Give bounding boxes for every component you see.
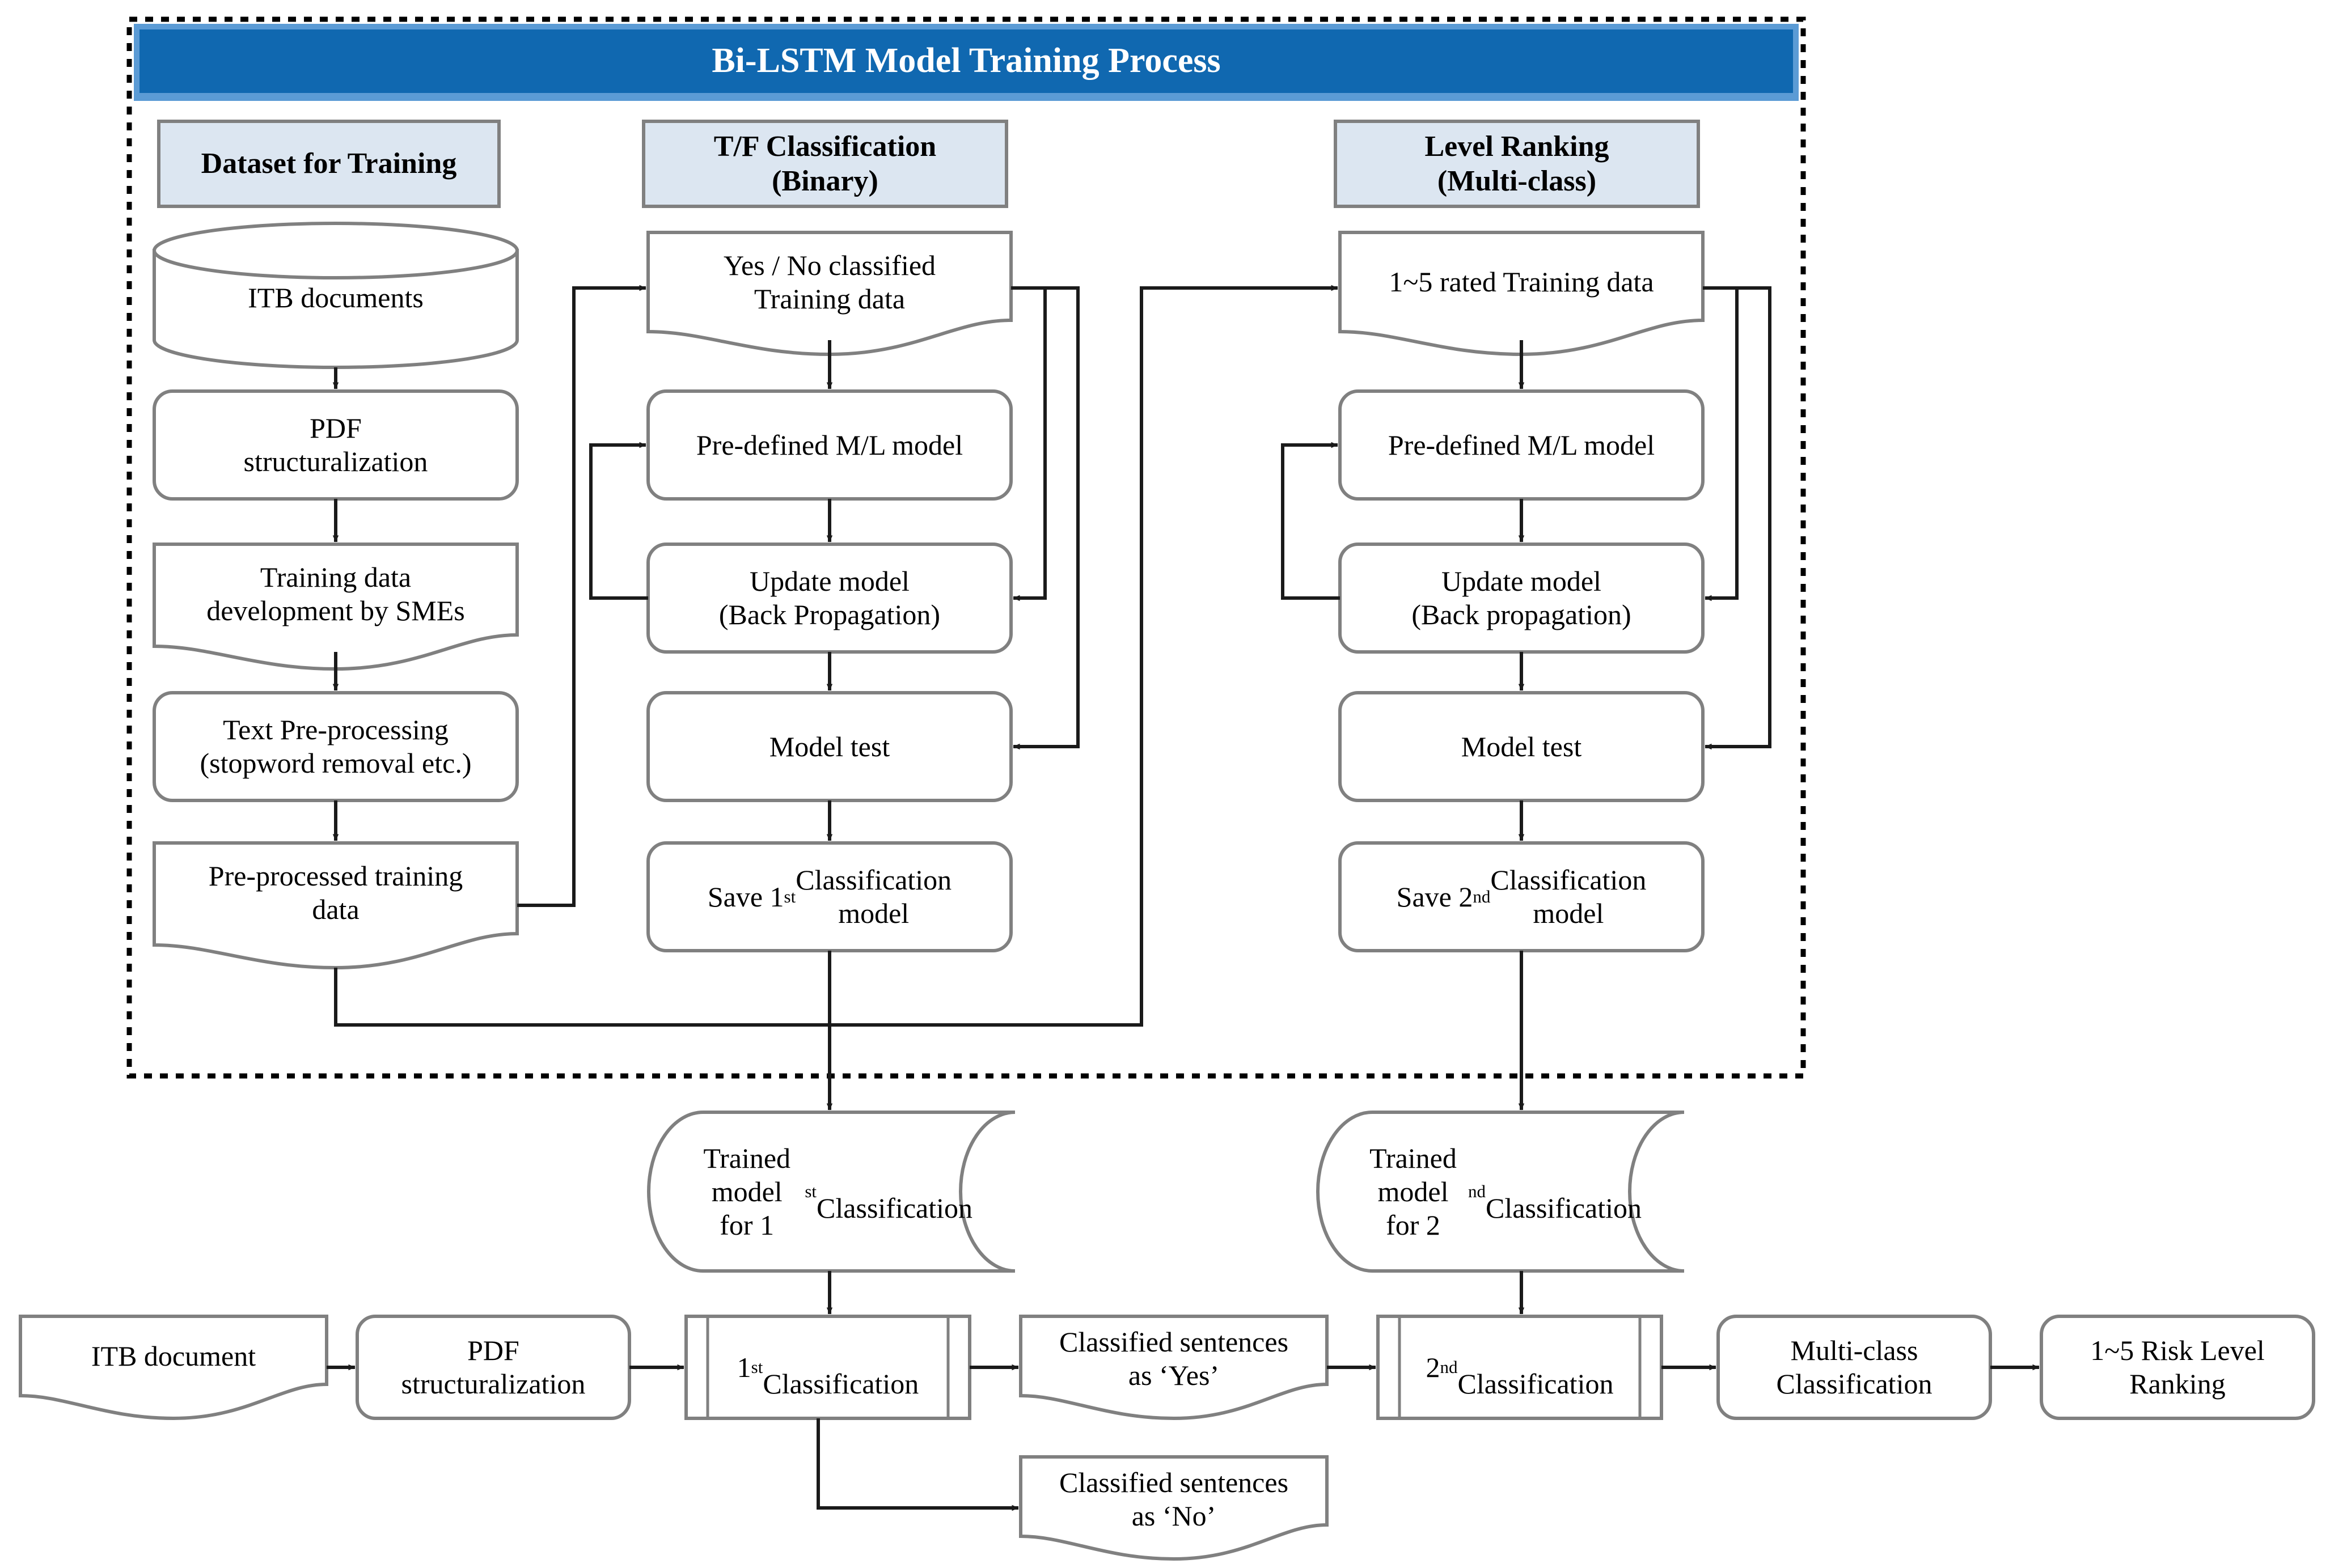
shape-text-preprocessing bbox=[153, 691, 519, 802]
link-preprocessed-to-yesno bbox=[517, 285, 646, 907]
link-preprocessed-to-rated bbox=[334, 285, 1338, 1027]
branch-data-to-test-2 bbox=[1705, 286, 1771, 750]
model-save-connectors bbox=[826, 951, 1525, 1315]
header-box-dataset bbox=[157, 120, 501, 208]
shape-update-model-1 bbox=[646, 543, 1013, 654]
feedback-update-to-model-1 bbox=[589, 442, 648, 600]
branch-data-to-test-1 bbox=[1013, 286, 1080, 750]
branch-first-classification-to-no bbox=[817, 1418, 1019, 1511]
shape-trained-model-1 bbox=[647, 1111, 1016, 1273]
shape-update-model-2 bbox=[1338, 543, 1705, 654]
shape-classified-no bbox=[1019, 1455, 1329, 1561]
title-banner bbox=[139, 29, 1793, 93]
shape-pdf-structuralization bbox=[153, 389, 519, 501]
header-box-tf bbox=[642, 120, 1008, 208]
shape-yes-no-training-data bbox=[646, 231, 1013, 357]
shape-save-1st-model bbox=[646, 841, 1013, 952]
shape-model-test-2 bbox=[1338, 691, 1705, 802]
header-box-level bbox=[1334, 120, 1700, 208]
shape-risk-level-ranking bbox=[2040, 1315, 2315, 1420]
shape-multi-class-classification bbox=[1716, 1315, 1992, 1420]
branch-data-to-update-1 bbox=[1011, 286, 1047, 601]
shape-classified-yes bbox=[1019, 1315, 1329, 1421]
shape-itb-document bbox=[19, 1315, 328, 1421]
shape-training-data-development bbox=[153, 543, 519, 671]
shape-pdf-structuralization-inference bbox=[356, 1315, 631, 1420]
shape-trained-model-2 bbox=[1316, 1111, 1685, 1273]
shape-first-classification bbox=[684, 1315, 971, 1420]
shape-preprocessed-training-data bbox=[153, 841, 519, 970]
shape-save-2nd-model bbox=[1338, 841, 1705, 952]
shape-second-classification bbox=[1376, 1315, 1663, 1420]
shape-model-test-1 bbox=[646, 691, 1013, 802]
shape-itb-documents bbox=[153, 222, 519, 369]
branch-data-to-update-2 bbox=[1703, 286, 1739, 601]
feedback-update-to-model-2 bbox=[1281, 442, 1340, 600]
shape-rated-training-data bbox=[1338, 231, 1705, 357]
shape-predefined-ml-model-1 bbox=[646, 389, 1013, 501]
shape-predefined-ml-model-2 bbox=[1338, 389, 1705, 501]
